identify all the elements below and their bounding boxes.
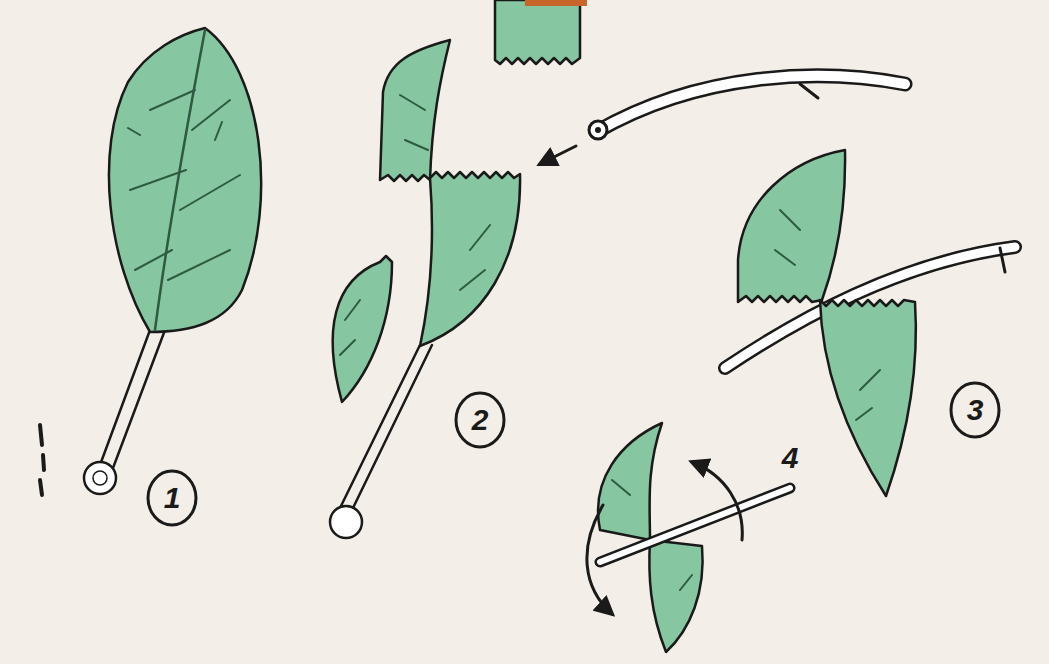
spinning-pinwheel (587, 423, 790, 652)
twig (540, 76, 905, 164)
callout-number: 4 (770, 441, 810, 475)
callout-number: 1 (152, 481, 192, 515)
leaf-on-twig (725, 150, 1015, 496)
cut-leaf (330, 0, 587, 538)
callout-number: 2 (460, 403, 500, 437)
callout-number: 3 (955, 393, 995, 427)
callout-circles (148, 383, 999, 525)
whole-leaf (84, 28, 261, 494)
tick-mark (40, 425, 44, 495)
